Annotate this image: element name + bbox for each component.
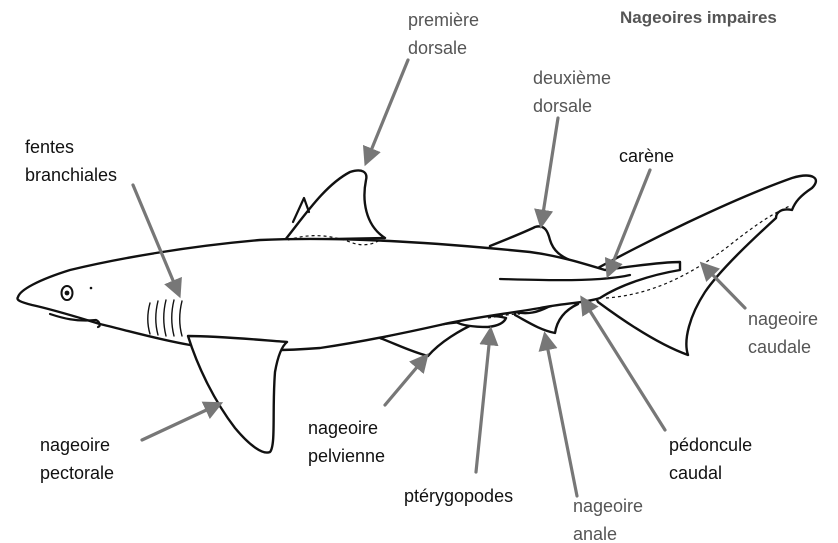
heading-nageoires-impaires: Nageoires impaires [620,8,777,28]
arrow-deuxieme-dorsale [542,118,558,220]
arrow-pterygopodes [476,335,490,472]
label-pterygopodes: ptérygopodes [404,482,513,510]
pupil [65,291,70,296]
arrow-nageoire-pectorale [142,406,215,440]
arrow-premiere-dorsale [368,60,408,158]
pectoral-fin [188,336,287,453]
arrow-nageoire-anale [546,340,577,496]
arrow-nageoire-caudale [706,268,745,308]
label-carene: carène [619,142,674,170]
nostril [90,287,93,290]
arrow-nageoire-pelvienne [385,360,423,405]
shark-body [18,239,680,350]
